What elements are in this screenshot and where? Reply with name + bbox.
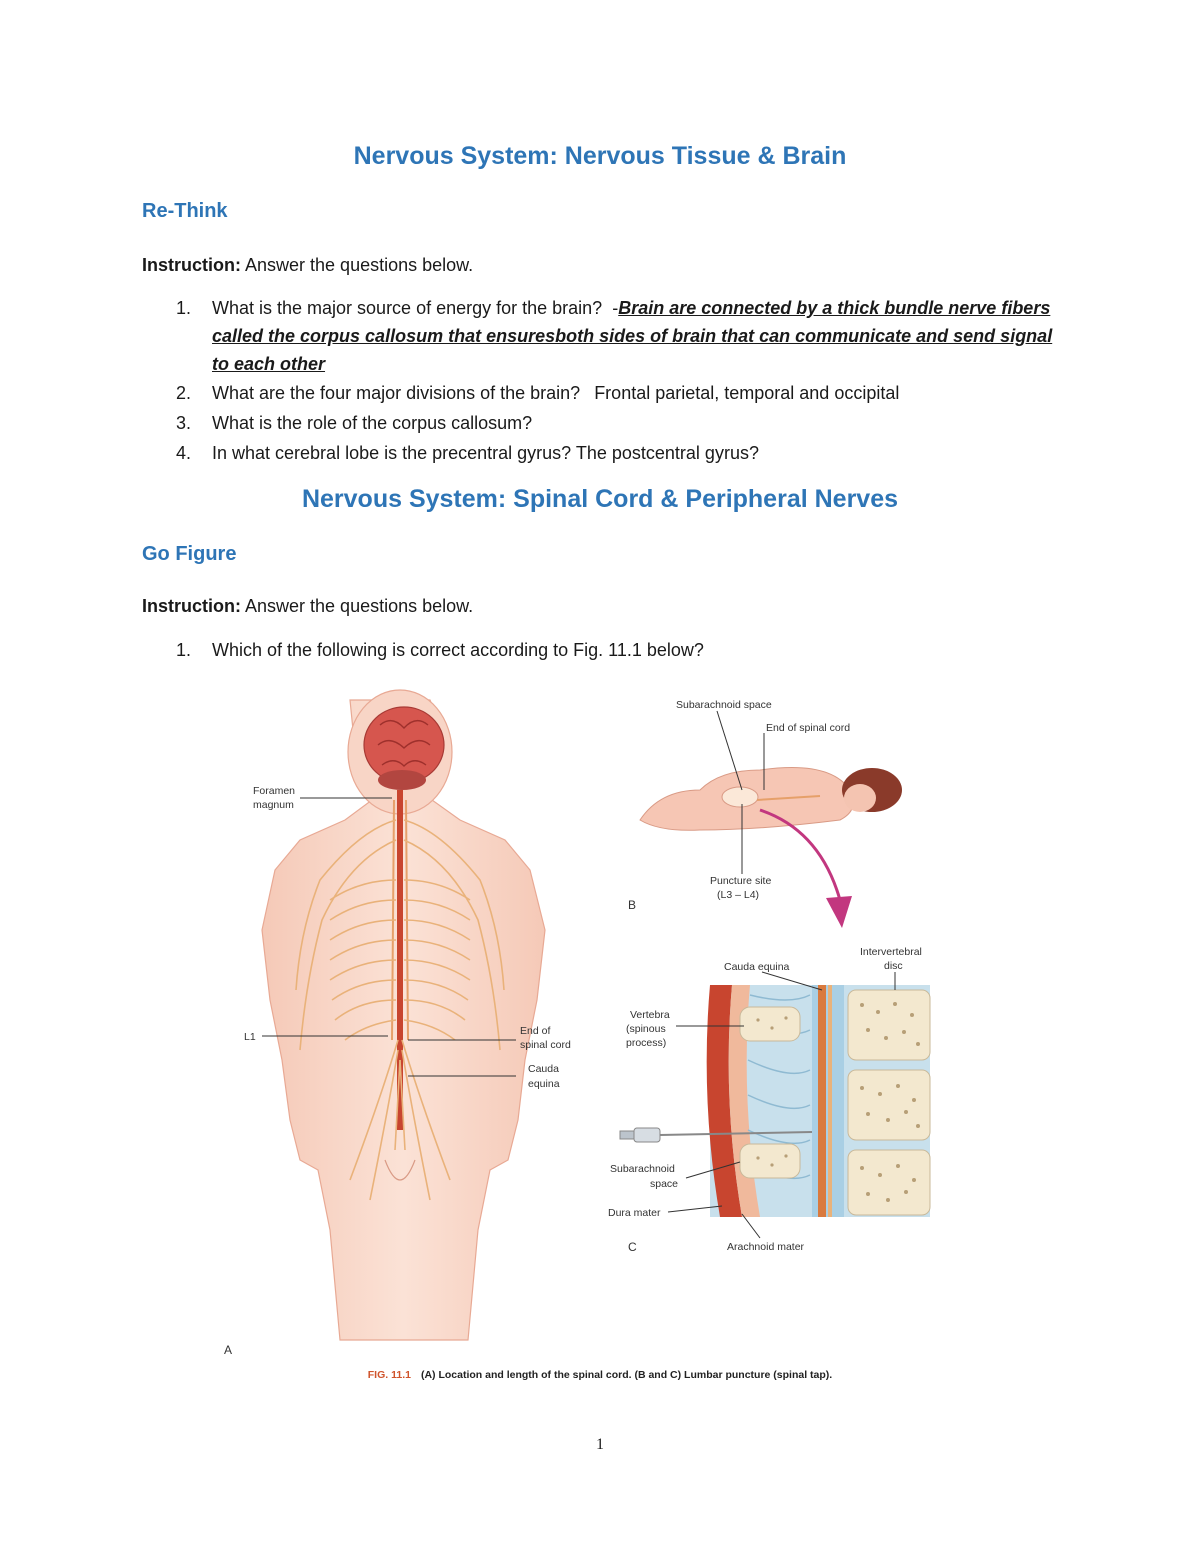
question-text: Which of the following is correct accord… xyxy=(212,640,704,660)
label-c-vertebra-3: process) xyxy=(626,1037,666,1049)
question-text: What are the four major divisions of the… xyxy=(212,383,581,403)
label-c-subarach-2: space xyxy=(650,1178,678,1190)
brain-illustration xyxy=(363,706,445,784)
label-c-vertebra-2: (spinous xyxy=(626,1023,666,1035)
label-c-subarach-1: Subarachnoid xyxy=(610,1163,675,1175)
label-c-cauda: Cauda equina xyxy=(724,961,790,973)
answer-prefix: - xyxy=(602,298,619,318)
label-c-intervertebral-2: disc xyxy=(884,960,903,972)
label-l1: L1 xyxy=(244,1031,256,1043)
label-c-dura: Dura mater xyxy=(608,1207,661,1219)
label-c-intervertebral-1: Intervertebral xyxy=(860,946,922,958)
label-subarachnoid: Subarachnoid space xyxy=(676,699,772,711)
figure-caption: FIG. 11.1 (A) Location and length of the … xyxy=(0,1369,1200,1381)
arrow-head xyxy=(826,896,852,928)
question-number: 4. xyxy=(176,443,192,463)
label-cauda-1: Cauda xyxy=(528,1063,559,1075)
section2-title: Nervous System: Spinal Cord & Peripheral… xyxy=(301,485,899,513)
panel-b-patient xyxy=(639,767,902,831)
label-cauda-2: equina xyxy=(528,1078,560,1090)
caption-text: (A) Location and length of the spinal co… xyxy=(420,1369,833,1381)
panel-c-leaders xyxy=(667,971,896,1239)
instruction-text: Answer the questions below. xyxy=(241,596,474,616)
panel-b-leaders xyxy=(716,710,765,874)
section2-instruction: Instruction: Answer the questions below. xyxy=(142,596,473,617)
question-number: 3. xyxy=(176,413,192,433)
page-number: 1 xyxy=(596,1436,604,1453)
question-1: 1. What is the major source of energy fo… xyxy=(176,294,1076,378)
panel-c-letter: C xyxy=(628,1240,637,1254)
label-c-arachnoid: Arachnoid mater xyxy=(727,1241,805,1253)
panel-a-body xyxy=(261,689,546,1341)
label-end-1: End of xyxy=(520,1025,550,1037)
section2-subtitle: Go Figure xyxy=(142,543,237,565)
section1-instruction: Instruction: Answer the questions below. xyxy=(142,255,473,276)
question-text: In what cerebral lobe is the precentral … xyxy=(212,443,759,463)
question-number: 1. xyxy=(176,298,192,318)
caption-ref: FIG. 11.1 xyxy=(367,1369,411,1381)
section1-title: Nervous System: Nervous Tissue & Brain xyxy=(353,142,847,170)
label-end-cord: End of spinal cord xyxy=(766,722,850,734)
label-puncture-2: (L3 – L4) xyxy=(717,889,759,901)
arrow-shaft xyxy=(759,808,842,901)
panel-a-letter: A xyxy=(224,1343,232,1357)
section1-subtitle: Re-Think xyxy=(142,200,228,222)
question-text: What is the role of the corpus callosum? xyxy=(212,413,533,433)
label-foramen-1: Foramen xyxy=(253,785,295,797)
question-text: What is the major source of energy for t… xyxy=(212,298,603,318)
label-end-2: spinal cord xyxy=(520,1039,571,1051)
instruction-label: Instruction: xyxy=(142,255,241,275)
needle xyxy=(659,1131,813,1136)
panel-b-letter: B xyxy=(628,898,636,912)
label-foramen-2: magnum xyxy=(253,799,294,811)
label-c-vertebra-1: Vertebra xyxy=(630,1009,670,1021)
instruction-label: Instruction: xyxy=(142,596,241,616)
instruction-text: Answer the questions below. xyxy=(241,255,474,275)
peripheral-nerves xyxy=(295,819,505,1201)
panel-a-leaders xyxy=(262,797,516,1077)
answer-text: Frontal parietal, temporal and occipital xyxy=(594,383,900,403)
question-number: 2. xyxy=(176,383,192,403)
panel-c-section xyxy=(619,985,931,1217)
label-puncture-1: Puncture site xyxy=(710,875,771,887)
answer-text: Brain are connected by a thick bundle ne… xyxy=(212,298,1053,374)
question-number: 1. xyxy=(176,640,192,660)
